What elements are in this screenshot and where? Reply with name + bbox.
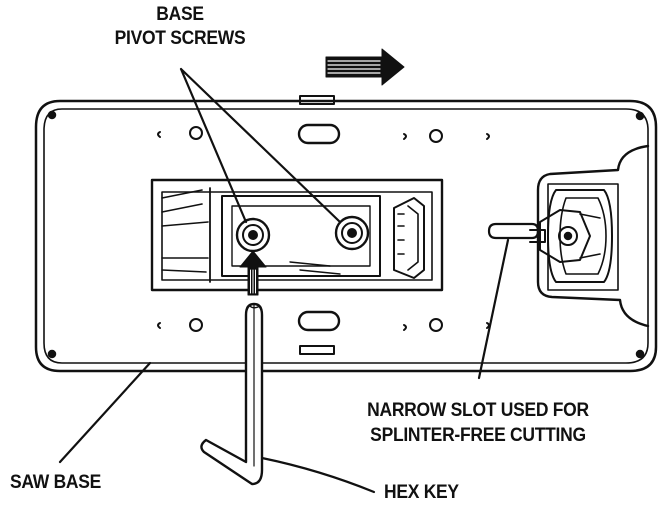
label-hex-key: HEX KEY <box>384 482 459 503</box>
saw-base-plate-inner <box>43 108 649 364</box>
label-narrow-slot-line2: SPLINTER-FREE CUTTING <box>370 425 586 446</box>
blade-roller-assembly <box>529 189 613 283</box>
leader-hex-key <box>260 456 376 494</box>
direction-arrow-hatching <box>327 60 381 74</box>
pivot-screw-left <box>235 217 271 253</box>
leader-saw-base <box>58 361 152 464</box>
narrow-slot <box>487 222 540 240</box>
label-base: BASE <box>156 4 204 25</box>
pivot-screw-right <box>334 215 370 251</box>
label-saw-base: SAW BASE <box>10 472 102 493</box>
hex-key <box>200 302 264 486</box>
blade-notch <box>536 144 650 328</box>
label-narrow-slot-line1: NARROW SLOT USED FOR <box>367 400 589 421</box>
leader-narrow-slot <box>477 238 510 380</box>
label-pivot-screws: PIVOT SCREWS <box>114 28 246 49</box>
direction-arrow-icon <box>325 48 405 86</box>
central-pocket <box>150 178 444 292</box>
saw-base-plate <box>34 99 658 373</box>
leader-base-pivot-screws <box>179 67 342 224</box>
